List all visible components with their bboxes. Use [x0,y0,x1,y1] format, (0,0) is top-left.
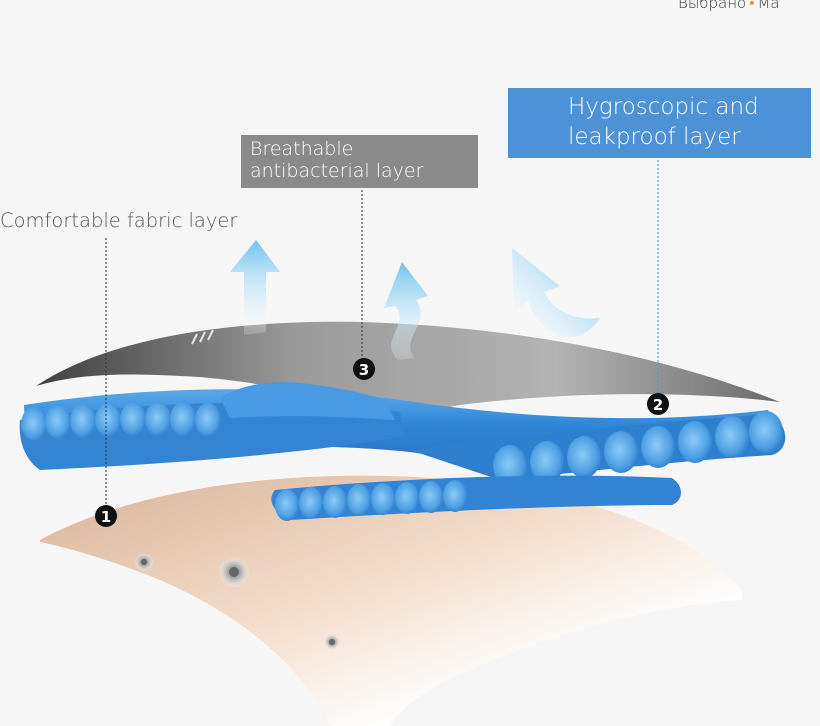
label-box-hygroscopic [508,88,811,158]
header-text-right: Ма [757,0,780,12]
bacteria-icon [135,553,153,571]
marker-3-number: 3 [359,361,369,379]
fiber-rolls-top [220,382,395,420]
label-breathable-antibacterial-layer: Breathable antibacterial layer [250,138,424,182]
bacteria-icon [219,557,249,587]
label-comfortable-fabric-layer: Comfortable fabric layer [0,209,238,232]
marker-2-number: 2 [653,396,663,414]
skin-layer [40,475,742,726]
membrane-texture [191,329,214,345]
header-separator: • [749,0,755,12]
marker-2: 2 [647,393,669,415]
label-hygroscopic-leakproof-layer: Hygroscopic and leakproof layer [568,94,759,150]
bacteria-icon [324,634,340,650]
wavy-arrow-icon [384,262,428,360]
header-text-left: Выбрано [678,0,747,12]
curved-arrow-icon [512,248,600,338]
fiber-ends-left [21,402,221,441]
marker-3: 3 [353,358,375,380]
marker-1: 1 [95,505,117,527]
fiber-ends-bottom [275,480,467,521]
cropped-header-text: Выбрано•Ма [678,0,780,12]
fiber-ends-right [493,411,783,487]
membrane-layer [36,321,780,420]
label-box-breathable [241,135,478,188]
marker-1-number: 1 [101,508,111,526]
arrow-up-icon [230,240,280,335]
